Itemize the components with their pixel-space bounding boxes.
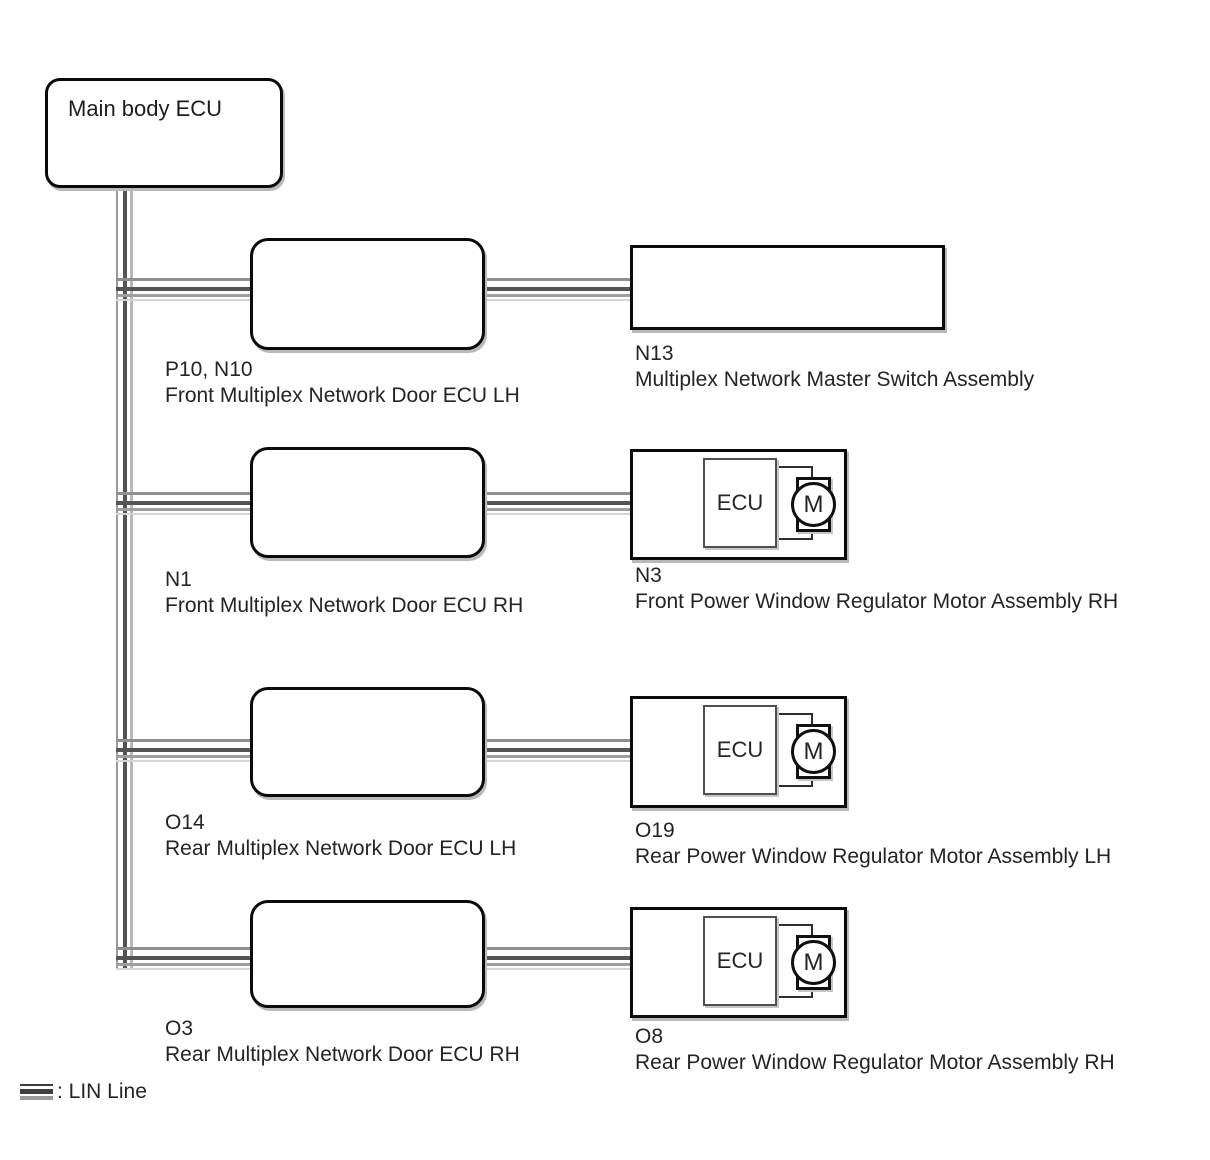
motor-assembly-box-row3: ECU M bbox=[630, 696, 847, 808]
door-ecu-box-row2 bbox=[250, 447, 485, 558]
ecu-inner-box: ECU bbox=[703, 916, 777, 1006]
ecu-inner-label: ECU bbox=[716, 490, 764, 515]
master-switch-label: N13 Multiplex Network Master Switch Asse… bbox=[635, 341, 1034, 393]
component-name: Rear Multiplex Network Door ECU LH bbox=[165, 837, 517, 860]
component-name: Rear Multiplex Network Door ECU RH bbox=[165, 1043, 520, 1066]
ecu-inner-box: ECU bbox=[703, 458, 777, 548]
component-name: Front Power Window Regulator Motor Assem… bbox=[635, 590, 1119, 613]
component-code: N3 bbox=[635, 564, 662, 587]
lin-trunk-line bbox=[116, 186, 133, 970]
component-code: O14 bbox=[165, 811, 205, 834]
component-code: O3 bbox=[165, 1017, 194, 1040]
door-ecu-label-row2: N1 Front Multiplex Network Door ECU RH bbox=[165, 567, 523, 619]
component-name: Rear Power Window Regulator Motor Assemb… bbox=[635, 845, 1112, 868]
door-ecu-box-row3 bbox=[250, 687, 485, 797]
lin-connector-row1 bbox=[483, 278, 633, 301]
component-code: O8 bbox=[635, 1025, 664, 1048]
door-ecu-label-row3: O14 Rear Multiplex Network Door ECU LH bbox=[165, 810, 516, 862]
component-name: Front Multiplex Network Door ECU LH bbox=[165, 384, 520, 407]
lin-connector-row3 bbox=[483, 739, 633, 762]
lin-branch-row4 bbox=[116, 947, 252, 970]
motor-label: M bbox=[803, 490, 824, 518]
motor-assembly-label-row4: O8 Rear Power Window Regulator Motor Ass… bbox=[635, 1024, 1115, 1076]
motor-circle-icon: M bbox=[791, 940, 836, 985]
legend: : LIN Line bbox=[20, 1080, 147, 1104]
main-body-ecu-box: Main body ECU bbox=[45, 78, 283, 188]
lin-connector-row2 bbox=[483, 492, 633, 515]
door-ecu-label-row1: P10, N10 Front Multiplex Network Door EC… bbox=[165, 357, 520, 409]
legend-label: : LIN Line bbox=[57, 1080, 147, 1103]
component-code: P10, N10 bbox=[165, 358, 253, 381]
component-name: Multiplex Network Master Switch Assembly bbox=[635, 368, 1035, 391]
motor-circle-icon: M bbox=[791, 729, 836, 774]
lin-branch-row1 bbox=[116, 278, 252, 301]
motor-assembly-box-row2: ECU M bbox=[630, 449, 847, 560]
ecu-inner-label: ECU bbox=[716, 737, 764, 762]
component-code: O19 bbox=[635, 819, 675, 842]
door-ecu-box-row4 bbox=[250, 900, 485, 1008]
component-name: Front Multiplex Network Door ECU RH bbox=[165, 594, 524, 617]
motor-label: M bbox=[803, 737, 824, 765]
motor-assembly-label-row2: N3 Front Power Window Regulator Motor As… bbox=[635, 563, 1118, 615]
motor-assembly-label-row3: O19 Rear Power Window Regulator Motor As… bbox=[635, 818, 1111, 870]
motor-circle-icon: M bbox=[791, 482, 836, 527]
component-code: N13 bbox=[635, 342, 674, 365]
motor-assembly-box-row4: ECU M bbox=[630, 907, 847, 1018]
lin-branch-row2 bbox=[116, 492, 252, 515]
lin-branch-row3 bbox=[116, 739, 252, 762]
ecu-inner-box: ECU bbox=[703, 705, 777, 795]
motor-label: M bbox=[803, 948, 824, 976]
lin-connector-row4 bbox=[483, 947, 633, 970]
main-body-ecu-label: Main body ECU bbox=[68, 96, 223, 121]
ecu-inner-label: ECU bbox=[716, 948, 764, 973]
master-switch-box bbox=[630, 245, 945, 330]
component-code: N1 bbox=[165, 568, 192, 591]
door-ecu-label-row4: O3 Rear Multiplex Network Door ECU RH bbox=[165, 1016, 520, 1068]
lin-line-icon bbox=[20, 1084, 53, 1100]
door-ecu-box-row1 bbox=[250, 238, 485, 350]
component-name: Rear Power Window Regulator Motor Assemb… bbox=[635, 1051, 1115, 1074]
